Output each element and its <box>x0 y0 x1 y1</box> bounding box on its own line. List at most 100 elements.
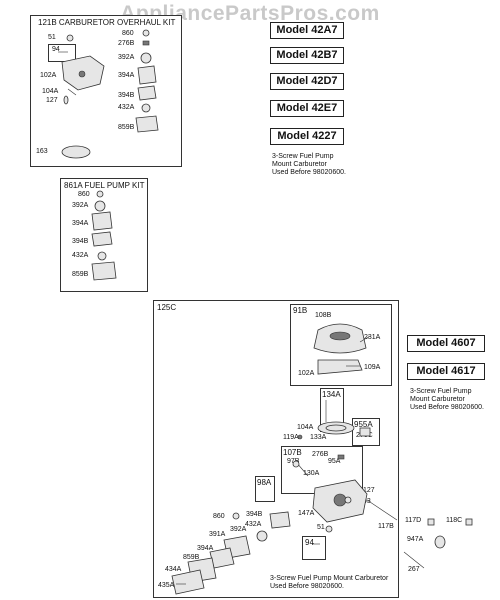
part-117D-icon <box>427 518 435 526</box>
part-119A-icon <box>297 434 303 440</box>
spring-104A-icon <box>67 88 77 96</box>
pump-cap-392A-icon <box>94 200 106 212</box>
label-394B: 394B <box>118 92 135 99</box>
main-assembly-parts <box>171 323 473 595</box>
pump-label-859B: 859B <box>72 271 89 278</box>
leader-117B-icon <box>366 499 398 521</box>
part-134A-title: 134A <box>322 390 341 399</box>
part-955A-icon <box>359 427 371 437</box>
part-95A-icon <box>337 454 345 460</box>
main-label-108B: 108B <box>315 312 332 319</box>
main-label-394B: 394B <box>246 511 263 518</box>
gasket-163-icon <box>61 145 91 159</box>
top-note: 3-Screw Fuel Pump Mount Carburetor Used … <box>272 153 346 177</box>
gasket-394B-main-icon <box>269 511 291 529</box>
main-label-434A: 434A <box>165 566 182 573</box>
ring-inner-icon <box>325 424 347 432</box>
label-394A: 394A <box>118 72 135 79</box>
part-94-main-title: 94 <box>305 538 314 547</box>
model-label-42b7: Model 42B7 <box>270 47 344 64</box>
label-104A: 104A <box>42 88 59 95</box>
model-label-42a7: Model 42A7 <box>270 22 344 39</box>
main-label-231A: 231A <box>364 334 381 341</box>
part-118C-icon <box>465 518 473 526</box>
pump-gasket-394B-icon <box>91 231 113 247</box>
main-label-109A: 109A <box>364 364 381 371</box>
label-276B: 276B <box>118 40 135 47</box>
part-94-main-box <box>302 536 326 560</box>
main-label-392A: 392A <box>230 526 247 533</box>
main-label-860: 860 <box>213 513 225 520</box>
fuel-pump-kit-title: 861A FUEL PUMP KIT <box>64 181 145 190</box>
label-127: 127 <box>46 97 58 104</box>
main-label-859B: 859B <box>183 554 200 561</box>
main-label-95A: 95A <box>328 458 341 465</box>
part-947A-icon <box>434 535 446 549</box>
kit-carb-parts <box>58 29 159 159</box>
o-ring-51-icon <box>66 34 74 42</box>
carburetor-bore-icon <box>333 493 347 507</box>
diaphragm-center-icon <box>78 70 86 78</box>
cap-392A-main-icon <box>256 530 268 542</box>
part-276B-icon <box>142 40 150 46</box>
part-860-icon <box>142 29 150 37</box>
needle-knob-icon <box>292 460 300 468</box>
main-label-102A: 102A <box>298 370 315 377</box>
pump-label-860: 860 <box>78 191 90 198</box>
cap-392A-icon <box>140 52 152 64</box>
label-859B: 859B <box>118 124 135 131</box>
pump-ring-432A-icon <box>97 251 107 261</box>
main-label-130A: 130A <box>303 470 320 477</box>
main-label-147A: 147A <box>298 510 315 517</box>
top-note-line-3: Used Before 98020600. <box>272 169 346 176</box>
right-note: 3-Screw Fuel Pump Mount Carburetor Used … <box>410 388 484 412</box>
kit-pump-parts <box>91 190 117 281</box>
label-860: 860 <box>122 30 134 37</box>
o-ring-51-main-icon <box>325 525 333 533</box>
label-102A: 102A <box>40 72 57 79</box>
part-955A-title: 955A <box>354 420 373 429</box>
bowl-top-icon <box>329 331 351 341</box>
part-98A-title: 98A <box>257 478 272 487</box>
label-163: 163 <box>36 148 48 155</box>
right-note-line-3: Used Before 98020600. <box>410 404 484 411</box>
pump-part-860-icon <box>96 190 104 198</box>
cover-859B-icon <box>135 115 159 133</box>
main-label-97B: 97B <box>287 458 300 465</box>
part-98A-box <box>255 476 275 502</box>
carburetor-overhaul-kit-box <box>30 15 182 167</box>
carburetor-kit-title: 121B CARBURETOR OVERHAUL KIT <box>38 18 176 27</box>
main-label-947A: 947A <box>407 536 424 543</box>
main-label-119A: 119A <box>283 434 299 441</box>
carburetor-port-icon <box>344 496 352 504</box>
label-432A: 432A <box>118 104 135 111</box>
top-note-line-1: 3-Screw Fuel Pump <box>272 153 334 160</box>
part-94-box <box>48 44 76 62</box>
watermark: AppliancePartsPros.com <box>120 2 380 25</box>
pump-label-394A: 394A <box>72 220 89 227</box>
pump-cover-859B-icon <box>91 261 117 281</box>
main-caption-line-1: 3-Screw Fuel Pump Mount Carburetor <box>270 575 389 582</box>
main-label-133A: 133A <box>310 434 327 441</box>
right-note-line-2: Mount Carburetor <box>410 396 465 403</box>
main-label-432A: 432A <box>245 521 262 528</box>
pump-label-392A: 392A <box>72 202 89 209</box>
model-label-42e7: Model 42E7 <box>270 100 344 117</box>
gasket-394A-icon <box>137 65 157 85</box>
main-caption-line-2: Used Before 98020600. <box>270 583 344 590</box>
model-label-42d7: Model 42D7 <box>270 73 344 90</box>
label-51: 51 <box>48 34 56 41</box>
subassembly-91B-title: 91B <box>293 306 308 315</box>
model-label-4617: Model 4617 <box>407 363 485 380</box>
pump-gasket-394A-icon <box>91 211 113 231</box>
main-label-391A: 391A <box>209 531 226 538</box>
main-caption: 3-Screw Fuel Pump Mount Carburetor Used … <box>270 575 388 591</box>
label-94: 94 <box>52 46 60 53</box>
plug-127-icon <box>63 95 69 105</box>
rod-267-icon <box>403 551 425 569</box>
model-label-4607: Model 4607 <box>407 335 485 352</box>
pump-label-432A: 432A <box>72 252 89 259</box>
main-label-127: 127 <box>363 487 375 494</box>
gasket-394B-icon <box>137 85 157 101</box>
